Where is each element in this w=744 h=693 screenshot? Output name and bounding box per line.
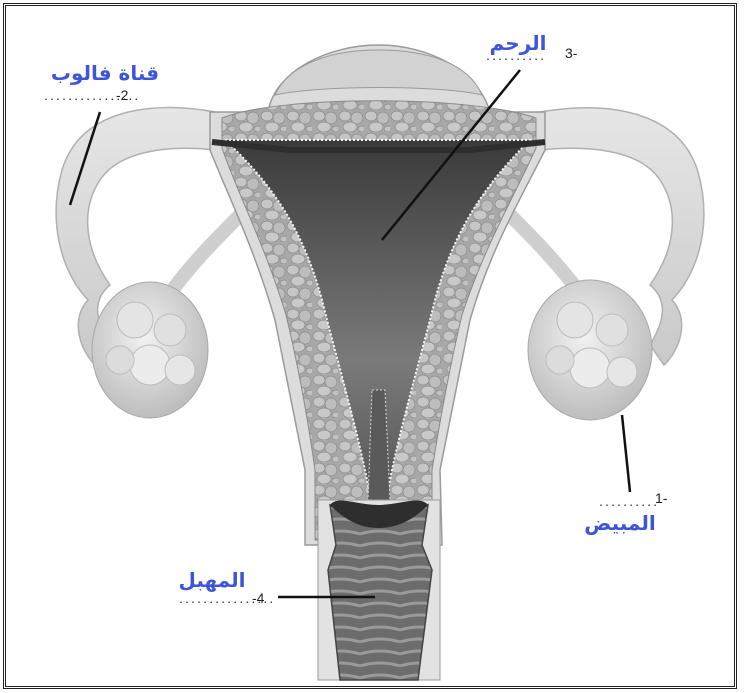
label-ovary: 1- .......... المبيض bbox=[584, 490, 667, 535]
right-ovary bbox=[528, 280, 652, 420]
label-fallopian-tube-number: -2 bbox=[116, 87, 129, 103]
label-uterus: الرحم .......... 3- bbox=[485, 31, 578, 63]
ovary-pointer-line bbox=[622, 415, 630, 492]
label-vagina: المهبل ................ -4 bbox=[178, 568, 274, 606]
label-vagina-text: المهبل bbox=[179, 568, 246, 592]
label-uterus-dots: .......... bbox=[485, 52, 545, 63]
label-fallopian-tube: قناة فالوب ................ -2 bbox=[43, 61, 159, 103]
left-ovary bbox=[92, 282, 208, 418]
label-ovary-dots: .......... bbox=[598, 498, 658, 509]
label-vagina-number: -4 bbox=[252, 590, 265, 606]
vagina bbox=[318, 500, 440, 680]
label-fallopian-tube-text: قناة فالوب bbox=[51, 61, 159, 85]
left-ovarian-ligament bbox=[165, 210, 245, 300]
label-uterus-number: 3- bbox=[565, 45, 578, 61]
label-ovary-text: المبيض bbox=[584, 511, 655, 535]
